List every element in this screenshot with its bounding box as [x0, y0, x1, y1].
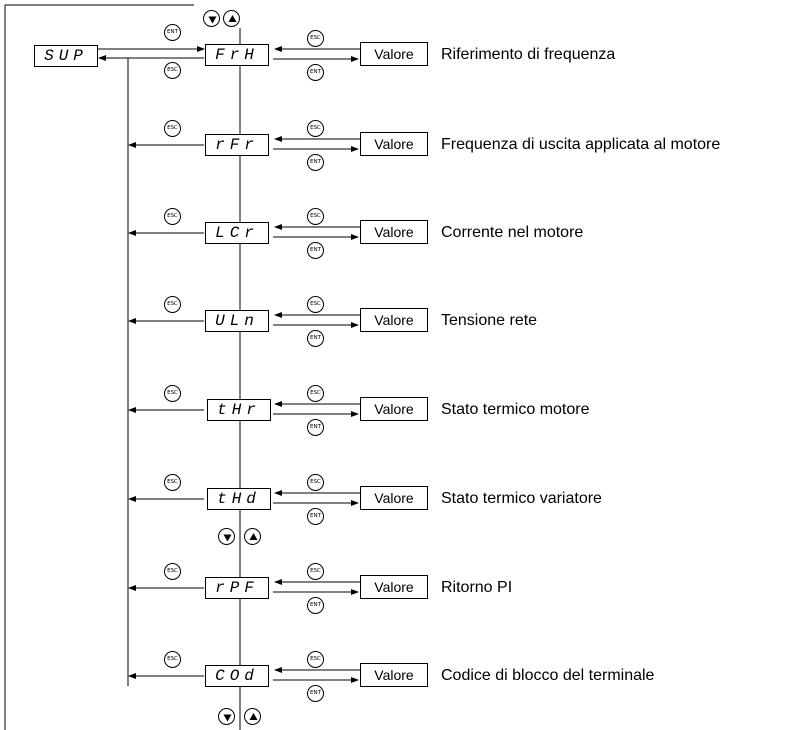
parameter-description: Frequenza di uscita applicata al motore [441, 136, 721, 153]
parameter-display[interactable]: rPF [205, 577, 269, 599]
esc-button[interactable]: ESC [164, 296, 181, 313]
value-box[interactable]: Valore [360, 397, 428, 421]
value-box[interactable]: Valore [360, 308, 428, 332]
down-arrow-button[interactable] [218, 708, 235, 725]
ent-button[interactable]: ENT [307, 242, 324, 259]
esc-button[interactable]: ESC [307, 30, 324, 47]
parameter-description: Codice di blocco del terminale [441, 667, 655, 684]
value-box[interactable]: Valore [360, 220, 428, 244]
parameter-display[interactable]: FrH [205, 44, 269, 66]
esc-button[interactable]: ESC [307, 120, 324, 137]
esc-button[interactable]: ESC [164, 62, 181, 79]
parameter-display[interactable]: LCr [205, 222, 269, 244]
parameter-description: Stato termico motore [441, 401, 590, 418]
parameter-display[interactable]: tHd [207, 488, 271, 510]
esc-button[interactable]: ESC [164, 120, 181, 137]
ent-button[interactable]: ENT [307, 685, 324, 702]
parameter-display[interactable]: rFr [205, 134, 269, 156]
sup-display[interactable]: SUP [34, 45, 98, 67]
down-arrow-button[interactable] [203, 10, 220, 27]
esc-button[interactable]: ESC [164, 474, 181, 491]
esc-button[interactable]: ESC [307, 208, 324, 225]
parameter-description: Stato termico variatore [441, 490, 602, 507]
parameter-display[interactable]: ULn [205, 310, 269, 332]
parameter-display[interactable]: tHr [207, 399, 271, 421]
ent-button[interactable]: ENT [164, 24, 181, 41]
ent-button[interactable]: ENT [307, 597, 324, 614]
value-box[interactable]: Valore [360, 486, 428, 510]
esc-button[interactable]: ESC [164, 208, 181, 225]
esc-button[interactable]: ESC [164, 385, 181, 402]
parameter-description: Ritorno PI [441, 579, 513, 596]
esc-button[interactable]: ESC [164, 563, 181, 580]
parameter-description: Riferimento di frequenza [441, 46, 616, 63]
parameter-display[interactable]: COd [205, 665, 269, 687]
up-arrow-button[interactable] [223, 10, 240, 27]
esc-button[interactable]: ESC [307, 296, 324, 313]
up-arrow-button[interactable] [244, 528, 261, 545]
esc-button[interactable]: ESC [164, 651, 181, 668]
ent-button[interactable]: ENT [307, 154, 324, 171]
ent-button[interactable]: ENT [307, 64, 324, 81]
ent-button[interactable]: ENT [307, 330, 324, 347]
ent-button[interactable]: ENT [307, 508, 324, 525]
down-arrow-button[interactable] [218, 528, 235, 545]
esc-button[interactable]: ESC [307, 474, 324, 491]
ent-button[interactable]: ENT [307, 419, 324, 436]
parameter-description: Tensione rete [441, 312, 538, 329]
parameter-description: Corrente nel motore [441, 224, 584, 241]
value-box[interactable]: Valore [360, 42, 428, 66]
esc-button[interactable]: ESC [307, 651, 324, 668]
up-arrow-button[interactable] [244, 708, 261, 725]
value-box[interactable]: Valore [360, 132, 428, 156]
value-box[interactable]: Valore [360, 663, 428, 687]
esc-button[interactable]: ESC [307, 563, 324, 580]
esc-button[interactable]: ESC [307, 385, 324, 402]
value-box[interactable]: Valore [360, 575, 428, 599]
